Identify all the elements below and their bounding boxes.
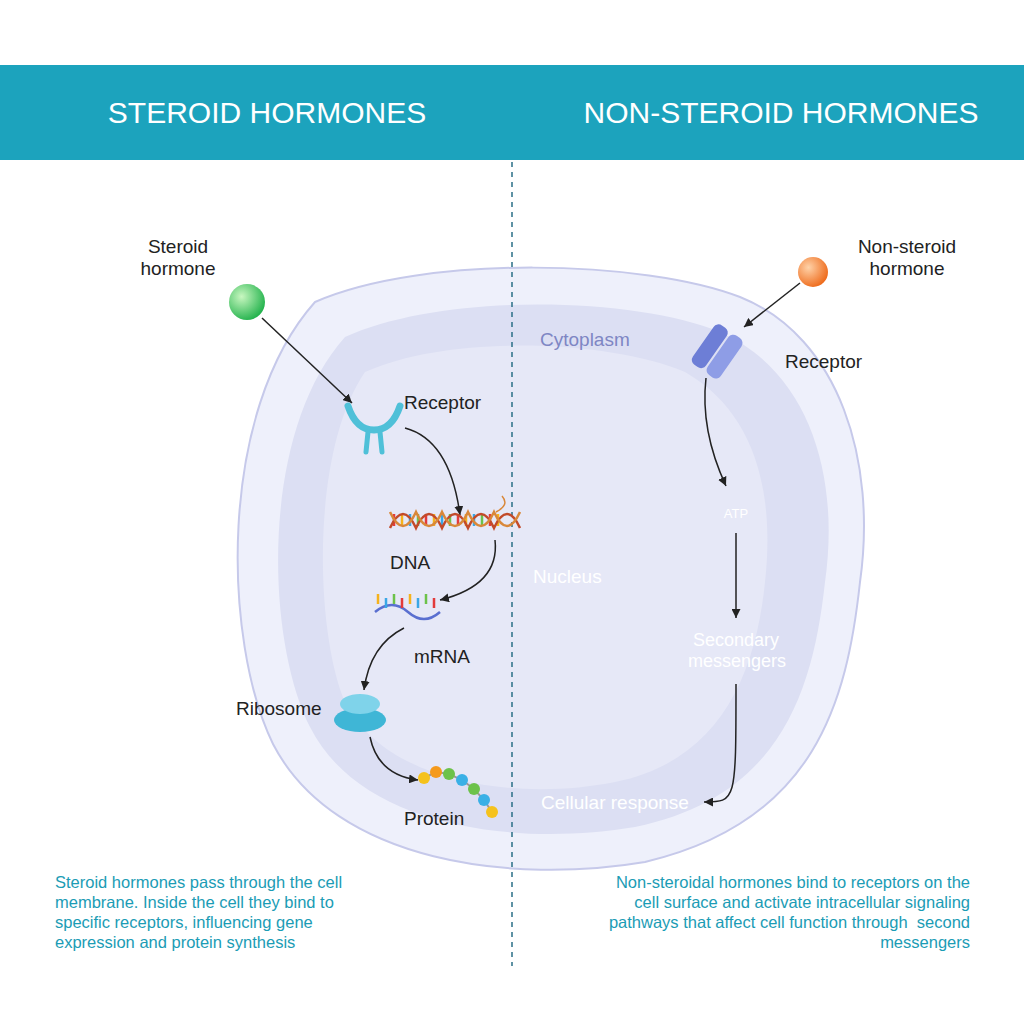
hormone-label: Steroid hormone [128, 236, 228, 280]
hormone-sphere [229, 284, 265, 320]
mrna-base [385, 598, 388, 608]
mrna-strand [375, 605, 440, 619]
receptor-symbol [366, 432, 382, 452]
node-text: Nucleus [533, 566, 633, 588]
dna-rung [465, 514, 468, 526]
divider-line [511, 162, 513, 966]
mrna-label: mRNA [414, 646, 470, 668]
header-band: STEROID HORMONESNON-STEROID HORMONES [0, 65, 1024, 160]
amino-acid [443, 768, 455, 780]
dna-strand [390, 514, 520, 528]
node-text: Secondary messengers [688, 630, 784, 672]
cell: Nucleus ATP Secondary messengersCellular r… [215, 262, 870, 870]
dna-rung [489, 514, 492, 526]
pathway-arrow [262, 318, 352, 403]
node-text: NON-STEROID HORMONES [510, 96, 1024, 130]
hormone-sphere [798, 257, 828, 287]
amino-acid [478, 794, 490, 806]
receptor-symbol [348, 406, 400, 430]
dna-rung [481, 514, 484, 526]
flow-arrow [704, 684, 736, 802]
dna-strand [390, 512, 520, 526]
mrna-base [393, 594, 396, 604]
dna-rung [425, 514, 428, 526]
ribosome-symbol [334, 708, 386, 732]
pathway-arrow [405, 428, 460, 515]
receptor-label: Receptor [785, 351, 862, 373]
mrna-base [409, 594, 412, 604]
flow-arrow [735, 533, 737, 618]
amino-acid [456, 774, 468, 786]
mrna-base [433, 598, 436, 608]
node-text: Cellular response [541, 792, 689, 813]
hormone-label: Non-steroid hormone [850, 236, 964, 280]
mrna-base [401, 598, 404, 608]
membrane-receptor [689, 322, 744, 381]
pathway-arrow [364, 628, 404, 690]
protein-chain [424, 772, 492, 812]
mrna-base [377, 594, 380, 604]
receptor-label: Receptor [404, 392, 481, 414]
dna-label: DNA [390, 552, 430, 574]
ribosome-label: Ribosome [236, 698, 322, 720]
amino-acid [418, 772, 430, 784]
amino-acid [468, 783, 480, 795]
dna-rung [449, 514, 452, 526]
dna-rung [473, 514, 476, 526]
dna-rung [457, 514, 460, 526]
node-text: Cytoplasm [540, 329, 660, 351]
amino-acid [430, 766, 442, 778]
amino-acid [486, 806, 498, 818]
dna-rung [417, 514, 420, 526]
caption-text: Non-steroidal hormones bind to receptors… [590, 872, 970, 952]
dna-rung [497, 514, 500, 526]
pathway-arrow [705, 378, 726, 486]
pathway-arrow [440, 540, 495, 600]
mrna-base [425, 594, 428, 604]
caption-text: Steroid hormones pass through the cell m… [55, 872, 385, 952]
protein-label: Protein [404, 808, 464, 830]
dna-rung [441, 514, 444, 526]
dna-rung [409, 514, 412, 526]
dna-rung [401, 514, 404, 526]
dna-rung [433, 514, 436, 526]
dna-strand [496, 496, 505, 512]
node-text: ATP [724, 506, 748, 521]
pathway-arrow [370, 737, 418, 780]
pathway-arrow [744, 283, 800, 327]
node-text: STEROID HORMONES [0, 96, 510, 130]
mrna-base [417, 598, 420, 608]
ribosome-symbol [340, 694, 380, 714]
dna-rung [393, 514, 396, 526]
